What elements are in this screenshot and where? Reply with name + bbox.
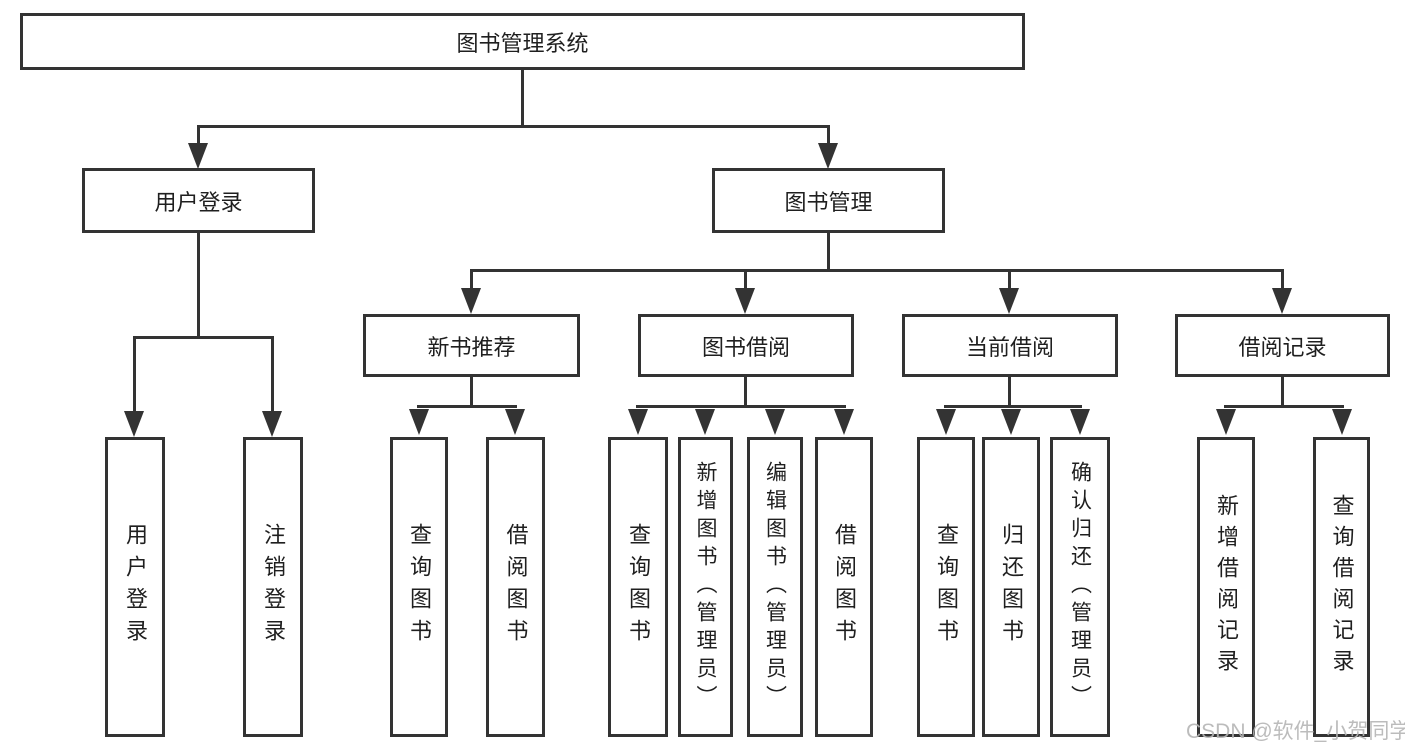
connector-line <box>827 125 830 146</box>
leaf-recommend-query-books-label: 查询图书 <box>407 523 432 651</box>
leaf-edit-books-admin: 编辑图书（管理员） <box>747 437 803 737</box>
leaf-add-borrow-record: 新增借阅记录 <box>1197 437 1255 737</box>
node-user-login: 用户登录 <box>82 168 315 233</box>
leaf-current-query-books: 查询图书 <box>917 437 975 737</box>
leaf-borrow-books-label: 借阅图书 <box>832 523 857 651</box>
leaf-return-books-label: 归还图书 <box>999 523 1024 651</box>
arrow-down-icon <box>834 409 854 435</box>
leaf-recommend-borrow-books: 借阅图书 <box>486 437 545 737</box>
arrow-down-icon <box>1070 409 1090 435</box>
connector-line <box>470 269 473 290</box>
leaf-borrow-books: 借阅图书 <box>815 437 873 737</box>
arrow-down-icon <box>124 411 144 437</box>
arrow-down-icon <box>936 409 956 435</box>
node-root-label: 图书管理系统 <box>456 30 589 56</box>
leaf-borrow-query-books: 查询图书 <box>608 437 668 737</box>
connector-line <box>1008 269 1011 290</box>
arrow-down-icon <box>505 409 525 435</box>
leaf-recommend-query-books: 查询图书 <box>390 437 448 737</box>
node-current-borrow: 当前借阅 <box>902 314 1118 377</box>
arrow-down-icon <box>262 411 282 437</box>
connector-line <box>827 233 830 269</box>
leaf-query-borrow-record-label: 查询借阅记录 <box>1329 494 1355 680</box>
arrow-down-icon <box>1001 409 1021 435</box>
leaf-logout: 注销登录 <box>243 437 303 737</box>
leaf-user-login-label: 用户登录 <box>123 523 148 651</box>
connector-line <box>197 233 200 336</box>
connector-line <box>271 336 274 413</box>
node-borrow-records-label: 借阅记录 <box>1238 334 1327 360</box>
leaf-query-borrow-record: 查询借阅记录 <box>1313 437 1370 737</box>
node-user-login-label: 用户登录 <box>154 189 243 215</box>
connector-line <box>133 336 274 339</box>
connector-line <box>133 336 136 413</box>
connector-line <box>744 377 747 405</box>
leaf-logout-label: 注销登录 <box>261 523 286 651</box>
connector-line <box>1008 377 1011 405</box>
arrow-down-icon <box>818 143 838 169</box>
arrow-down-icon <box>1216 409 1236 435</box>
connector-line <box>470 377 473 405</box>
node-new-book-recommend: 新书推荐 <box>363 314 580 377</box>
node-new-book-recommend-label: 新书推荐 <box>427 334 516 360</box>
connector-line <box>744 269 747 290</box>
connector-line <box>944 405 1082 408</box>
arrow-down-icon <box>695 409 715 435</box>
leaf-user-login: 用户登录 <box>105 437 165 737</box>
leaf-edit-books-admin-label: 编辑图书（管理员） <box>763 461 787 713</box>
node-current-borrow-label: 当前借阅 <box>965 334 1054 360</box>
connector-line <box>1281 269 1284 290</box>
leaf-add-books-admin: 新增图书（管理员） <box>678 437 733 737</box>
node-book-management-label: 图书管理 <box>784 189 873 215</box>
arrow-down-icon <box>628 409 648 435</box>
arrow-down-icon <box>409 409 429 435</box>
arrow-down-icon <box>735 288 755 314</box>
leaf-return-books: 归还图书 <box>982 437 1040 737</box>
node-borrow-records: 借阅记录 <box>1175 314 1390 377</box>
arrow-down-icon <box>765 409 785 435</box>
connector-line <box>197 125 200 146</box>
leaf-add-books-admin-label: 新增图书（管理员） <box>694 461 717 713</box>
connector-line <box>470 269 1283 272</box>
leaf-confirm-return-admin: 确认归还（管理员） <box>1050 437 1110 737</box>
node-book-borrow-label: 图书借阅 <box>701 334 790 360</box>
leaf-current-query-books-label: 查询图书 <box>934 523 959 651</box>
leaf-borrow-query-books-label: 查询图书 <box>626 523 651 651</box>
csdn-watermark: CSDN @软件_小贺同学 <box>1186 720 1405 743</box>
connector-line <box>521 70 524 125</box>
connector-line <box>417 405 517 408</box>
connector-line <box>1224 405 1344 408</box>
arrow-down-icon <box>188 143 208 169</box>
connector-line <box>1281 377 1284 405</box>
leaf-confirm-return-admin-label: 确认归还（管理员） <box>1068 461 1092 713</box>
arrow-down-icon <box>1332 409 1352 435</box>
leaf-recommend-borrow-books-label: 借阅图书 <box>503 523 529 651</box>
arrow-down-icon <box>1272 288 1292 314</box>
connector-line <box>636 405 846 408</box>
arrow-down-icon <box>999 288 1019 314</box>
node-book-management: 图书管理 <box>712 168 945 233</box>
node-root: 图书管理系统 <box>20 13 1025 70</box>
arrow-down-icon <box>461 288 481 314</box>
leaf-add-borrow-record-label: 新增借阅记录 <box>1214 494 1239 680</box>
connector-line <box>197 125 830 128</box>
node-book-borrow: 图书借阅 <box>638 314 854 377</box>
